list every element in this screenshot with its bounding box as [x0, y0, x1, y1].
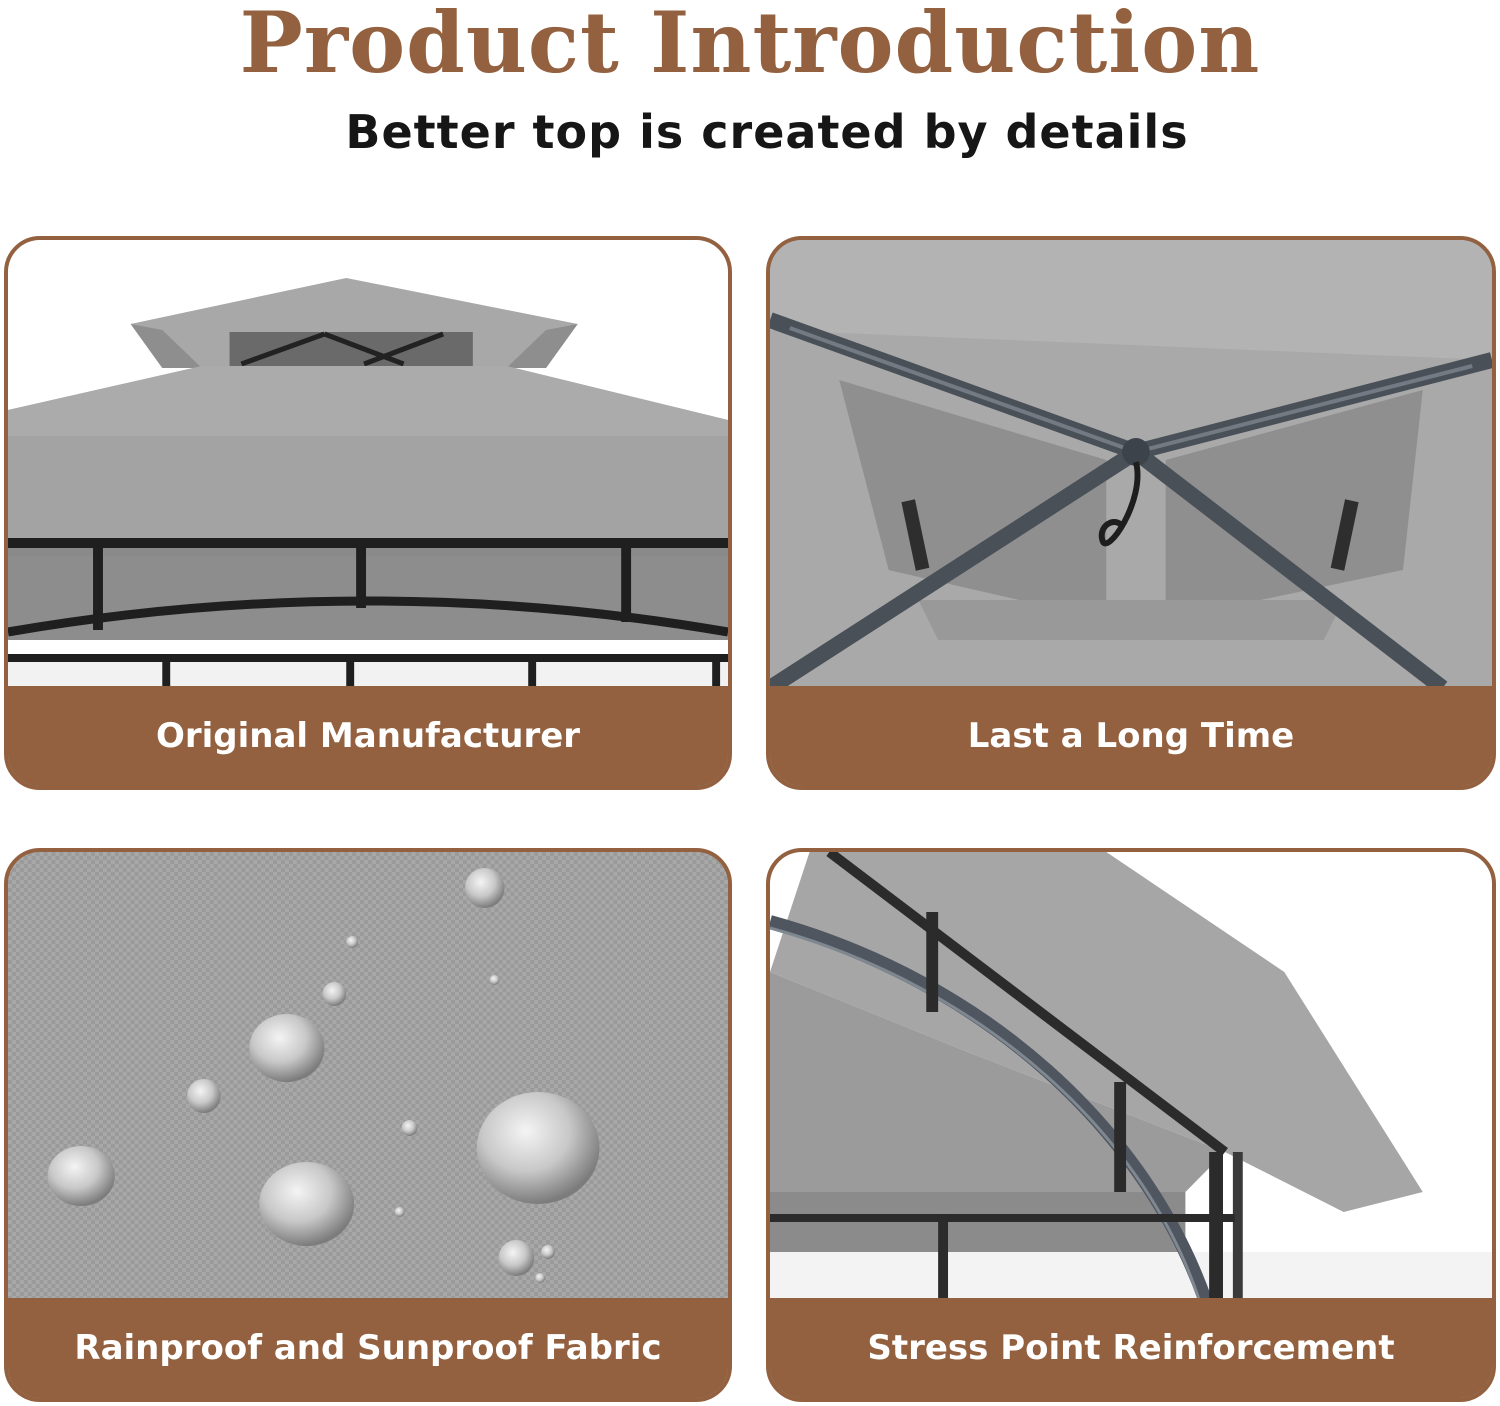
feature-caption: Original Manufacturer — [8, 686, 728, 786]
gazebo-double-roof-photo — [8, 240, 728, 688]
feature-card-original-manufacturer: Original Manufacturer — [4, 236, 732, 790]
water-droplets-on-fabric-photo — [8, 852, 728, 1300]
feature-caption: Rainproof and Sunproof Fabric — [8, 1298, 728, 1398]
feature-card-stress-point: Stress Point Reinforcement — [766, 848, 1496, 1402]
feature-card-rainproof-fabric: Rainproof and Sunproof Fabric — [4, 848, 732, 1402]
feature-card-last-long-time: Last a Long Time — [766, 236, 1496, 790]
gazebo-frame-underside-photo — [770, 240, 1492, 688]
page-subtitle: Better top is created by details — [345, 105, 1189, 159]
gazebo-corner-frame-photo — [770, 852, 1492, 1300]
page-title: Product Introduction — [239, 0, 1261, 92]
feature-caption: Stress Point Reinforcement — [770, 1298, 1492, 1398]
feature-caption: Last a Long Time — [770, 686, 1492, 786]
